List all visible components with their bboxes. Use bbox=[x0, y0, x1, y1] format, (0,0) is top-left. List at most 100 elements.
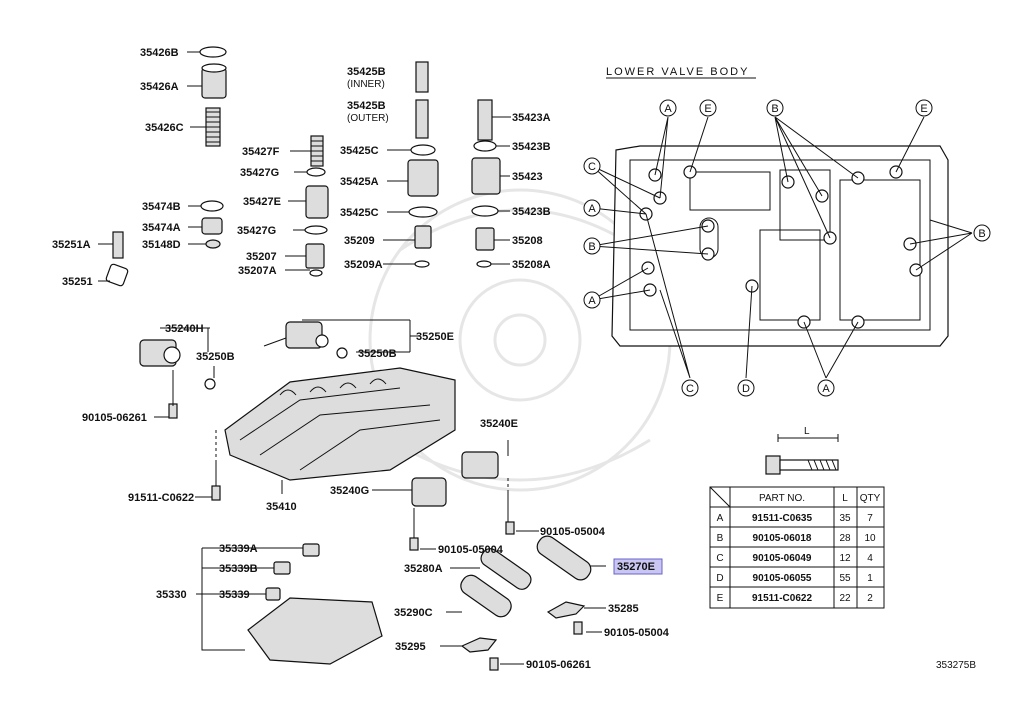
part-label-35427G-2[interactable]: 35427G bbox=[237, 225, 276, 237]
table-cell-1-2: 28 bbox=[839, 533, 851, 544]
part-label-35250B[interactable]: 35250B bbox=[196, 351, 235, 363]
part-35207A-ring[interactable] bbox=[309, 269, 323, 277]
part-label-90105-05004-3[interactable]: 90105-05004 bbox=[604, 627, 670, 639]
part-label-35250B-2[interactable]: 35250B bbox=[358, 348, 397, 360]
bolt-length-sketch bbox=[765, 434, 839, 475]
part-label-35425B-2[interactable]: 35425B bbox=[347, 100, 386, 112]
part-35240G-solenoid[interactable] bbox=[411, 477, 447, 507]
part-label-35410[interactable]: 35410 bbox=[266, 501, 297, 513]
part-label-35209A[interactable]: 35209A bbox=[344, 259, 383, 271]
part-35425B-inner-spring[interactable] bbox=[415, 61, 429, 93]
callout-B-2: B bbox=[766, 99, 784, 117]
part-label-35240H[interactable]: 35240H bbox=[165, 323, 204, 335]
part-label-35251[interactable]: 35251 bbox=[62, 276, 93, 288]
table-cell-4-1: 91511-C0622 bbox=[752, 593, 812, 604]
part-label-35339B[interactable]: 35339B bbox=[219, 563, 258, 575]
part-label-35426A[interactable]: 35426A bbox=[140, 81, 179, 93]
part-label-35427G[interactable]: 35427G bbox=[240, 167, 279, 179]
part-label-35423B[interactable]: 35423B bbox=[512, 141, 551, 153]
part-label-35208[interactable]: 35208 bbox=[512, 235, 543, 247]
part-35425B-outer-spring[interactable] bbox=[415, 99, 429, 139]
part-35410-lower-valve-body[interactable] bbox=[224, 367, 456, 481]
part-note-35425B-2: (OUTER) bbox=[347, 113, 389, 124]
bolt-90105-06261-2[interactable] bbox=[489, 657, 499, 671]
section-heading: LOWER VALVE BODY bbox=[606, 66, 749, 78]
table-cell-0-3: 7 bbox=[867, 513, 873, 524]
part-35290C-tube[interactable] bbox=[457, 572, 514, 621]
part-35425A-piston[interactable] bbox=[407, 159, 439, 197]
part-label-35285[interactable]: 35285 bbox=[608, 603, 639, 615]
part-35270E-tube[interactable] bbox=[534, 533, 595, 584]
part-label-90105-05004[interactable]: 90105-05004 bbox=[540, 526, 606, 538]
part-label-91511-C0622[interactable]: 91511-C0622 bbox=[128, 492, 194, 504]
part-label-35425C[interactable]: 35425C bbox=[340, 145, 379, 157]
bolt-length-symbol: L bbox=[804, 426, 810, 437]
part-label-90105-05004-2[interactable]: 90105-05004 bbox=[438, 544, 504, 556]
table-cell-4-3: 2 bbox=[867, 593, 873, 604]
table-cell-4-0: E bbox=[717, 593, 724, 604]
callout-B-6: B bbox=[583, 237, 601, 255]
part-label-35339[interactable]: 35339 bbox=[219, 589, 250, 601]
part-label-35240G[interactable]: 35240G bbox=[330, 485, 369, 497]
table-cell-1-3: 10 bbox=[864, 533, 876, 544]
part-label-35426C[interactable]: 35426C bbox=[145, 122, 184, 134]
part-35250E-solenoid[interactable] bbox=[263, 321, 329, 349]
part-35427E-valve[interactable] bbox=[305, 185, 329, 219]
part-label-35425C-2[interactable]: 35425C bbox=[340, 207, 379, 219]
part-label-35425B[interactable]: 35425B bbox=[347, 66, 386, 78]
part-label-35208A[interactable]: 35208A bbox=[512, 259, 551, 271]
part-label-35295[interactable]: 35295 bbox=[395, 641, 426, 653]
callout-A-0: A bbox=[659, 99, 677, 117]
part-label-35209[interactable]: 35209 bbox=[344, 235, 375, 247]
part-35339A-gasket[interactable] bbox=[302, 543, 320, 557]
callout-A-7: A bbox=[583, 291, 601, 309]
part-label-35280A[interactable]: 35280A bbox=[404, 563, 443, 575]
part-label-35290C[interactable]: 35290C bbox=[394, 607, 433, 619]
part-label-35427E[interactable]: 35427E bbox=[243, 196, 281, 208]
part-label-35270E[interactable]: 35270E bbox=[617, 561, 655, 573]
part-label-35240E[interactable]: 35240E bbox=[480, 418, 518, 430]
table-header-0: PART NO. bbox=[759, 493, 805, 504]
part-35209-plug[interactable] bbox=[414, 225, 432, 249]
bolt-90105-05004[interactable] bbox=[505, 521, 515, 535]
part-label-90105-06261[interactable]: 90105-06261 bbox=[82, 412, 147, 424]
part-label-35426B[interactable]: 35426B bbox=[140, 47, 179, 59]
svg-text:E: E bbox=[704, 103, 711, 115]
part-label-35423[interactable]: 35423 bbox=[512, 171, 543, 183]
part-35251A-spring[interactable] bbox=[112, 231, 124, 259]
part-35208-plug[interactable] bbox=[475, 227, 495, 251]
part-35330-strainer[interactable] bbox=[247, 597, 383, 665]
part-35280A-tube[interactable] bbox=[478, 546, 534, 593]
part-35240H-solenoid[interactable] bbox=[139, 339, 181, 367]
part-label-35427F[interactable]: 35427F bbox=[242, 146, 280, 158]
part-label-35330[interactable]: 35330 bbox=[156, 589, 187, 601]
part-label-35251A[interactable]: 35251A bbox=[52, 239, 91, 251]
part-35251-clip[interactable] bbox=[105, 263, 129, 287]
svg-text:B: B bbox=[771, 103, 778, 115]
part-label-35425A[interactable]: 35425A bbox=[340, 176, 379, 188]
bolt-spec-table bbox=[709, 486, 885, 609]
part-35250B-ring-2[interactable] bbox=[336, 347, 348, 359]
part-35426A-cap[interactable] bbox=[201, 63, 227, 99]
part-label-35207A[interactable]: 35207A bbox=[238, 265, 277, 277]
part-label-35148D[interactable]: 35148D bbox=[142, 239, 181, 251]
part-35250B-ring[interactable] bbox=[204, 378, 216, 390]
part-label-35339A[interactable]: 35339A bbox=[219, 543, 258, 555]
part-label-35207[interactable]: 35207 bbox=[246, 251, 277, 263]
part-35295-bracket[interactable] bbox=[460, 637, 498, 653]
part-35285-bracket[interactable] bbox=[546, 601, 586, 619]
part-35240E-solenoid[interactable] bbox=[461, 451, 499, 479]
table-cell-0-1: 91511-C0635 bbox=[752, 513, 812, 524]
table-header-1: L bbox=[842, 493, 848, 504]
table-cell-3-1: 90105-06055 bbox=[753, 573, 812, 584]
part-label-35423B-2[interactable]: 35423B bbox=[512, 206, 551, 218]
part-label-35474A[interactable]: 35474A bbox=[142, 222, 181, 234]
part-label-35423A[interactable]: 35423A bbox=[512, 112, 551, 124]
part-35474A-plug[interactable] bbox=[201, 217, 223, 235]
part-35427F-spring[interactable] bbox=[310, 135, 324, 167]
part-label-90105-06261-2[interactable]: 90105-06261 bbox=[526, 659, 591, 671]
part-35423A-spring[interactable] bbox=[477, 99, 493, 141]
part-label-35250E[interactable]: 35250E bbox=[416, 331, 454, 343]
bolt-90105-05004-3[interactable] bbox=[573, 621, 583, 635]
part-label-35474B[interactable]: 35474B bbox=[142, 201, 181, 213]
